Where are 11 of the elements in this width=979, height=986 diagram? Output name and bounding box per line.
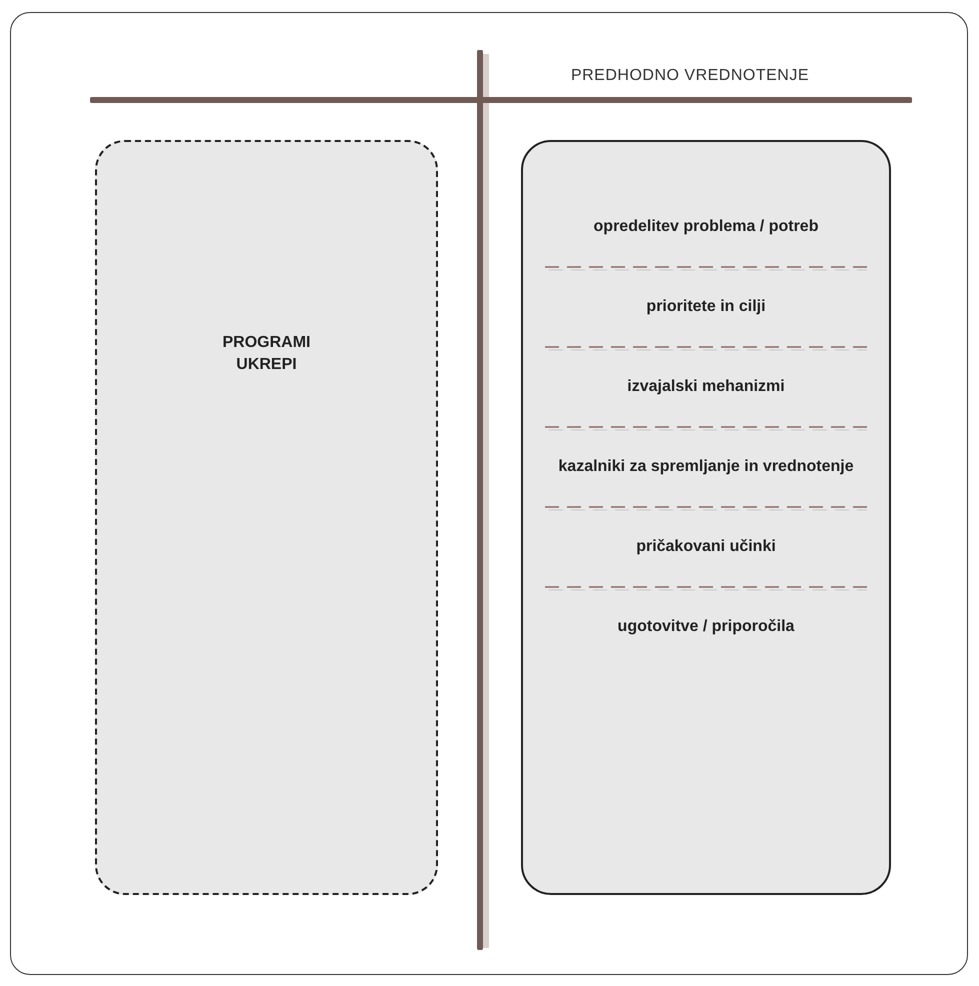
dashed-box — [95, 140, 438, 895]
box-title: PROGRAMI — [222, 333, 310, 353]
box-title: UKREPI — [236, 355, 297, 375]
list-item: opredelitev problema / potreb — [594, 217, 818, 237]
list-item: izvajalski mehanizmi — [627, 377, 785, 397]
list-item: kazalniki za spremljanje in vrednotenje — [558, 457, 854, 477]
diagram-title: PREDHODNO VREDNOTENJE — [570, 66, 810, 86]
list-item: ugotovitve / priporočila — [618, 617, 794, 637]
rounded-box — [521, 140, 891, 895]
list-item: pričakovani učinki — [636, 537, 776, 557]
list-item: prioritete in cilji — [646, 297, 766, 317]
